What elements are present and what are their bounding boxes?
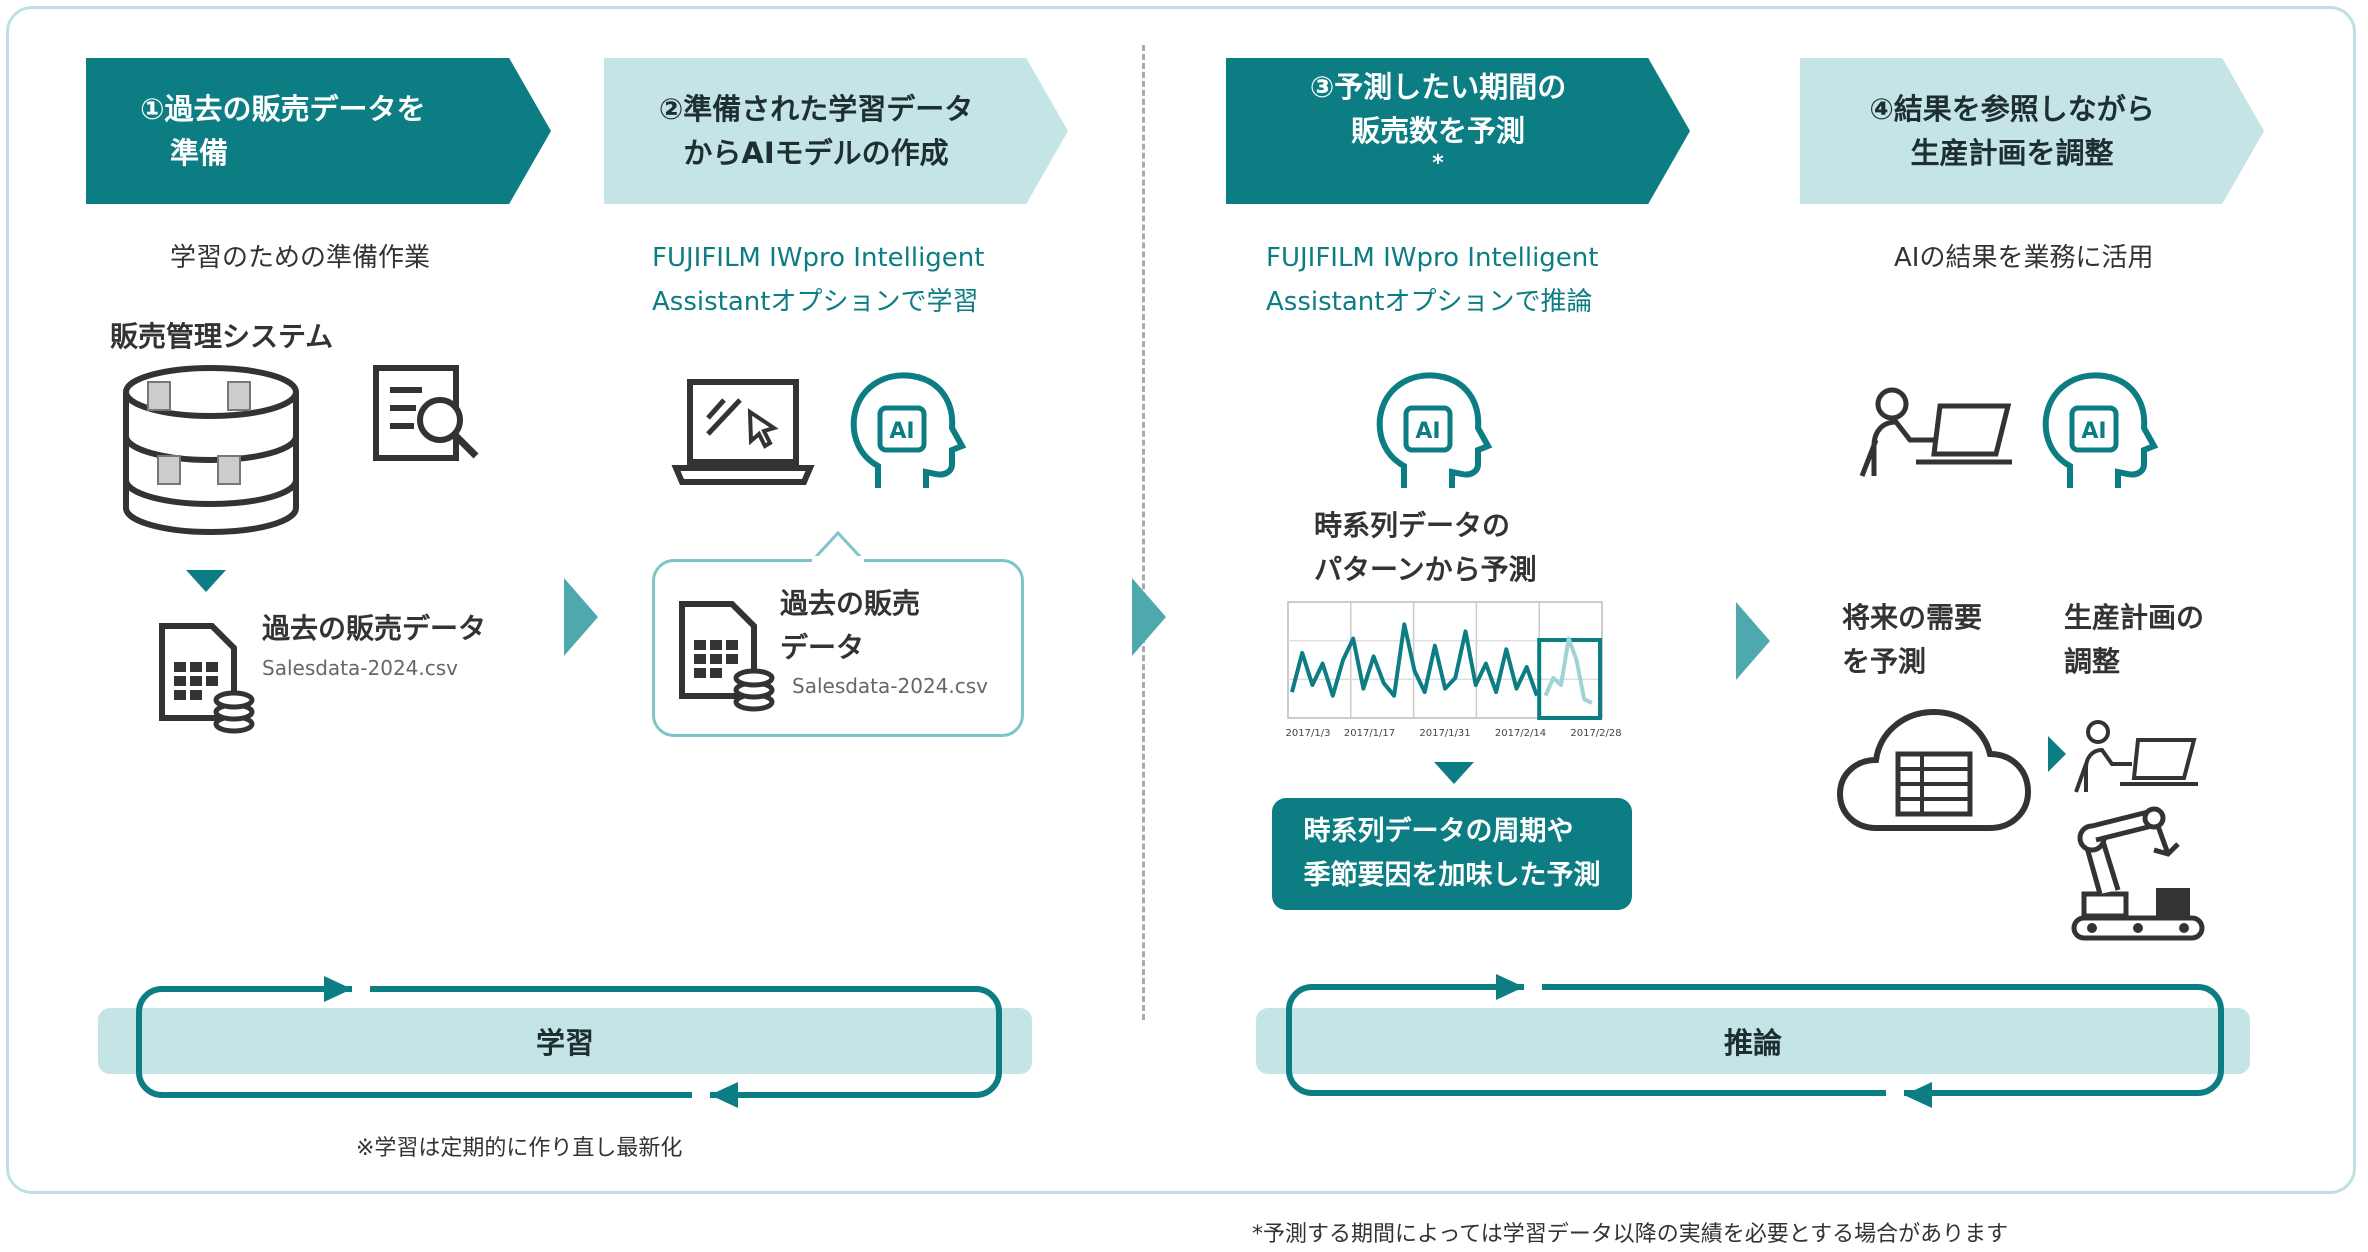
down-arrow-icon [186, 570, 226, 592]
person-at-desk-icon [1859, 387, 2012, 477]
system-label: 販売管理システム [110, 320, 334, 353]
ai-head-icon: AI [850, 372, 967, 488]
chart-border [1287, 601, 1603, 719]
footnote: *予測する期間によっては学習データ以降の実績を必要とする場合があります [1252, 1222, 2009, 1247]
col3-subtitle: FUJIFILM IWpro Intelligent Assistantオプショ… [1266, 243, 1599, 317]
bubble-data-label: 過去の販売 データ [780, 587, 921, 664]
inference-loop-gap-top [1524, 980, 1542, 994]
plan-label: 生産計画の 調整 [2064, 601, 2205, 678]
col2-subtitle: FUJIFILM IWpro Intelligent Assistantオプショ… [652, 243, 985, 317]
chart-tick-label: 2017/2/28 [1570, 728, 1621, 739]
ai-badge-text-2: AI [1415, 419, 1440, 444]
loop-arrow-right-icon-2 [1496, 974, 1524, 1000]
loop-arrow-left-icon-2 [1904, 1082, 1932, 1108]
chart-tick-label: 2017/2/14 [1495, 728, 1546, 739]
step-1-line2: 準備 [170, 136, 229, 170]
chart-tick-label: 2017/1/3 [1286, 728, 1331, 739]
loop-arrow-right-icon [324, 976, 352, 1002]
database-icon [123, 365, 299, 535]
ai-badge-text-3: AI [2081, 419, 2106, 444]
demand-label: 将来の需要 を予測 [1842, 601, 1983, 678]
right-arrow-icon [564, 578, 598, 656]
ai-badge-text: AI [889, 419, 914, 444]
learning-loop-gap-bottom [692, 1086, 710, 1100]
step-4-header: ④結果を参照しながら生産計画を調整 [1800, 58, 2264, 204]
sales-data-filename: Salesdata-2024.csv [262, 656, 459, 680]
bubble-filename: Salesdata-2024.csv [792, 674, 989, 698]
person-at-desk-small-icon [2074, 720, 2198, 793]
step-2-line2: からAIモデルの作成 [683, 136, 949, 170]
pattern-label: 時系列データの パターンから予測 [1314, 509, 1537, 586]
laptop-icon [671, 379, 815, 485]
right-arrow-icon-3 [1736, 602, 1770, 680]
document-search-icon [373, 365, 479, 461]
inference-cycle-label: 推論 [1723, 1026, 1782, 1060]
sales-data-label: 過去の販売データ [262, 612, 487, 645]
step-4-line1: ④結果を参照しながら [1869, 92, 2155, 126]
ai-head-icon-2: AI [1376, 372, 1493, 488]
col4-subtitle: AIの結果を業務に活用 [1894, 243, 2154, 273]
chart-series-actual [1290, 622, 1539, 698]
bubble-pointer-mask [812, 556, 864, 564]
step-1-header: ①過去の販売データを準備 [86, 58, 551, 204]
learning-cycle-bar: 学習 [98, 1008, 1032, 1074]
robot-arm-icon [2071, 806, 2205, 941]
prediction-result-box: 時系列データの周期や 季節要因を加味した予測 [1272, 798, 1632, 910]
step-2-line1: ②準備された学習データ [658, 92, 974, 126]
spreadsheet-file-icon-2 [679, 601, 775, 712]
step-4-line2: 生産計画を調整 [1910, 136, 2114, 170]
chart-tick-labels: 2017/1/3 2017/1/17 2017/1/31 2017/2/14 2017/… [1286, 728, 1622, 739]
time-series-chart: 2017/1/3 2017/1/17 2017/1/31 2017/2/14 2017/… [1286, 601, 1622, 739]
step-1-line1: ①過去の販売データを [140, 92, 426, 126]
inference-cycle-bar: 推論 [1256, 1008, 2250, 1074]
outer-frame [6, 6, 2356, 1194]
ai-head-icon-3: AI [2042, 372, 2159, 488]
right-arrow-icon-2 [1132, 578, 1166, 656]
cloud-table-icon [1836, 708, 2032, 831]
chart-tick-label: 2017/1/31 [1419, 728, 1470, 739]
chart-grid [1287, 601, 1603, 719]
inference-loop-gap-bottom [1886, 1086, 1904, 1100]
loop-arrow-left-icon [710, 1082, 738, 1108]
chart-tick-label: 2017/1/17 [1344, 728, 1395, 739]
step-2-header: ②準備された学習データからAIモデルの作成 [604, 58, 1068, 204]
inference-cycle-loop [1286, 984, 2224, 1096]
learning-cycle-label: 学習 [535, 1026, 594, 1060]
col1-subtitle: 学習のための準備作業 [170, 243, 431, 273]
step-3-header: ③予測したい期間の販売数を予測 * [1226, 58, 1690, 204]
step-3-asterisk: * [1432, 151, 1444, 176]
spreadsheet-file-icon [159, 623, 255, 734]
step-3-line2: 販売数を予測 [1350, 114, 1525, 148]
learning-note: ※学習は定期的に作り直し最新化 [356, 1136, 683, 1161]
small-right-arrow-icon [2048, 736, 2066, 772]
learning-loop-gap-top [352, 982, 370, 996]
down-arrow-icon-2 [1434, 762, 1474, 784]
phase-divider [1142, 45, 1145, 1020]
learning-cycle-loop [136, 986, 1002, 1098]
step-3-line1: ③予測したい期間の [1309, 70, 1567, 104]
chart-series-forecast [1543, 636, 1593, 705]
